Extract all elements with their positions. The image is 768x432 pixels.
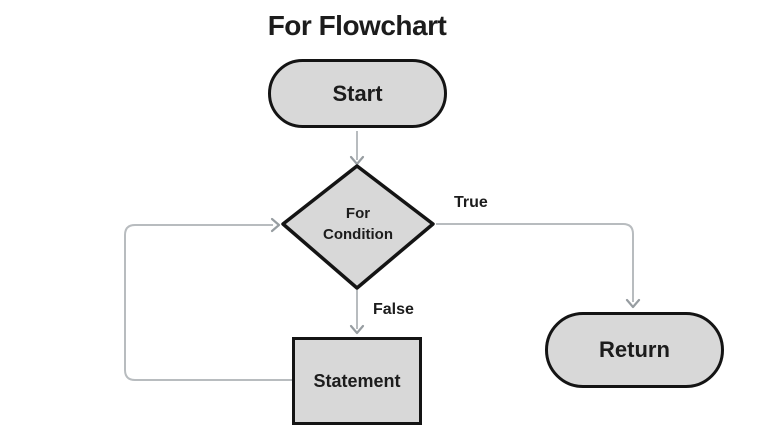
- arrow-down-into-return-icon: [625, 298, 641, 309]
- return-node: Return: [545, 312, 724, 388]
- arrow-right-into-condition-icon: [270, 217, 281, 233]
- edge-statement-loop-to-condition: [124, 224, 292, 381]
- statement-node-label: Statement: [313, 370, 401, 391]
- start-node: Start: [268, 59, 447, 128]
- edge-condition-to-return: [436, 223, 634, 302]
- return-node-label: Return: [599, 337, 670, 362]
- edge-true-label: True: [454, 194, 488, 211]
- statement-node: Statement: [292, 337, 422, 425]
- diagram-title: For Flowchart: [267, 10, 447, 41]
- arrow-down-into-condition-icon: [349, 155, 365, 166]
- arrow-down-into-statement-icon: [349, 324, 365, 335]
- condition-node: [281, 164, 435, 290]
- condition-node-label: For Condition: [323, 205, 393, 243]
- start-node-label: Start: [332, 80, 383, 106]
- edge-false-label: False: [373, 301, 414, 318]
